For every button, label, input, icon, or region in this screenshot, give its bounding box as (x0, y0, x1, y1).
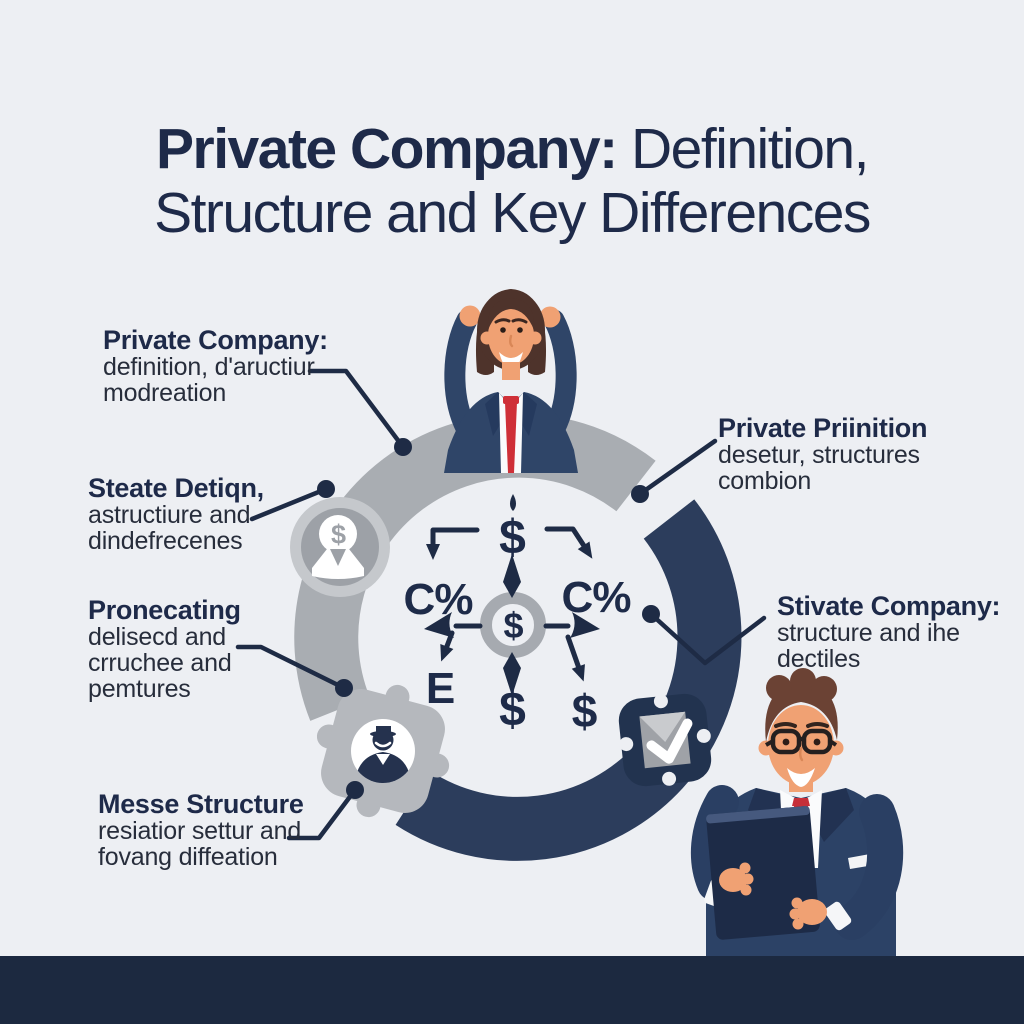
callout-heading: Private Company: (103, 325, 328, 355)
title-emphasis: Private Company: (156, 117, 618, 181)
callout-heading: Messe Structure (98, 789, 304, 819)
dollar-symbol-hub: $ (503, 605, 523, 646)
hub-donut (480, 592, 546, 658)
spike-down-icon (503, 652, 521, 696)
callout-heading: Steate Detiqn, (88, 473, 264, 503)
c-percent-symbol-left: C% (403, 575, 474, 624)
businessman-illustration (690, 668, 904, 958)
connector-line (307, 368, 406, 450)
money-flow-compass (424, 494, 600, 696)
connector-line (637, 438, 718, 497)
callout-line: combion (718, 467, 812, 496)
callout-line: resiatior settur and (98, 817, 302, 846)
investor-circle-icon (290, 497, 390, 597)
callout-line: dindefrecenes (88, 527, 243, 556)
checkmark-icon (646, 718, 693, 764)
investor-dollar-symbol: $ (330, 519, 346, 550)
dollar-symbol-bottom: $ (499, 683, 526, 737)
teardrop-icon (510, 494, 516, 511)
connector-dots (317, 438, 660, 799)
callout-line: dectiles (777, 645, 861, 674)
connector-line (249, 486, 329, 522)
callout-private-priinition: Private Priinition desetur, structures c… (718, 413, 928, 496)
callout-heading: Pronecating (88, 595, 241, 625)
callout-heading: Private Priinition (718, 413, 928, 443)
title-rest: Definition, (616, 117, 869, 181)
callout-private-company: Private Company: definition, d'aructiur … (103, 325, 328, 408)
callout-line: structure and ihe (777, 619, 960, 648)
pocket-square (848, 854, 870, 869)
tablet (706, 806, 820, 940)
arrowhead-right-icon (570, 612, 600, 638)
callout-heading: Stivate Company: (777, 591, 1001, 621)
arrow-top-left (426, 527, 480, 560)
page-title: Private Company: Definition, Structure a… (0, 117, 1024, 246)
connector-line (235, 644, 347, 691)
callout-line: delisecd and (88, 623, 226, 652)
spike-up-icon (503, 554, 521, 598)
bottom-bar (0, 956, 1024, 1024)
callout-line: modreation (103, 379, 227, 408)
arrow-bottom-right (565, 634, 585, 682)
red-tie (505, 402, 517, 473)
dollar-head-icon (319, 515, 357, 553)
arrow-top-right (544, 526, 593, 559)
connector-line (648, 611, 767, 666)
businesswoman-illustration (444, 289, 578, 473)
title-line-1: Private Company: Definition, (0, 117, 1024, 182)
dollar-symbol-bottom-right: $ (571, 685, 598, 737)
callout-pronecating: Pronecating delisecd and crruchee and pe… (88, 595, 241, 704)
callout-line: desetur, structures (718, 441, 920, 470)
callout-steate-detiqn: Steate Detiqn, astructiure and dindefrec… (88, 473, 264, 556)
callout-line: pemtures (88, 675, 191, 704)
dollar-symbol-top: $ (499, 511, 526, 565)
arrowhead-left-icon (424, 612, 454, 638)
callout-line: astructiure and (88, 501, 251, 530)
callout-line: definition, d'aructiur (103, 353, 315, 382)
callout-line: fovang diffeation (98, 843, 278, 872)
verified-checkmark-icon (618, 693, 712, 787)
connector-line (286, 787, 358, 841)
arrow-bottom-left (440, 630, 455, 662)
glasses-icon (765, 728, 838, 755)
callout-stivate-company: Stivate Company: structure and ihe decti… (777, 591, 1001, 674)
callout-line: crruchee and (88, 649, 232, 678)
callout-connectors (235, 368, 767, 841)
e-symbol: E (425, 664, 455, 713)
callout-messe-structure: Messe Structure resiatior settur and fov… (98, 789, 304, 872)
c-percent-symbol-right: C% (561, 573, 632, 622)
person-icon (356, 726, 410, 783)
title-line-2: Structure and Key Differences (154, 180, 871, 245)
